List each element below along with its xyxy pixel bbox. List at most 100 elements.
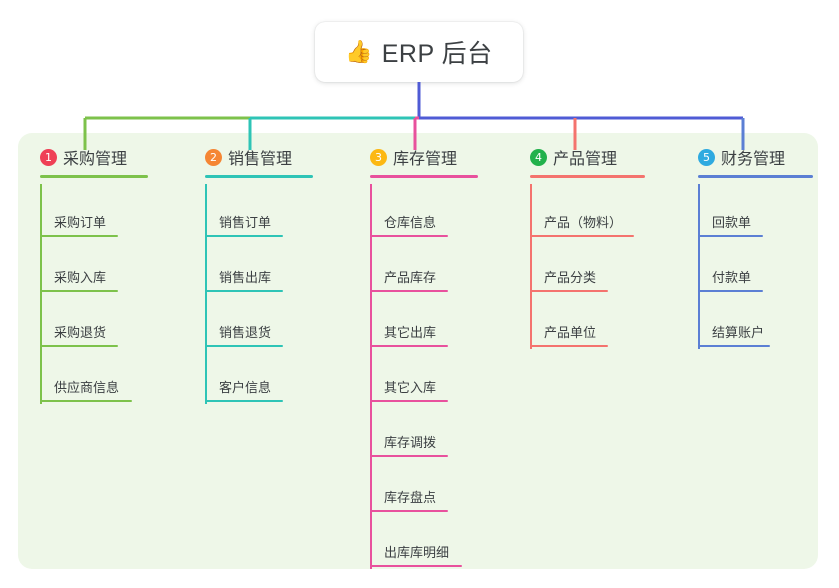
branch-underline [205,175,313,178]
leaf-item[interactable]: 出库库明细 [370,514,462,569]
leaf-item-label: 供应商信息 [54,380,120,395]
branch-items: 销售订单销售出库销售退货客户信息 [205,184,292,404]
leaf-item-label: 库存盘点 [384,490,437,505]
branch-spine [530,184,532,349]
leaf-item-underline [40,400,132,402]
branch-number-badge: 3 [370,148,387,166]
leaf-item-underline [40,345,118,347]
leaf-item[interactable]: 回款单 [698,184,785,239]
branch-number-badge: 4 [530,148,547,166]
leaf-item-label: 其它出库 [384,325,437,340]
leaf-item[interactable]: 采购入库 [40,239,127,294]
leaf-item-underline [698,290,763,292]
root-title: ERP 后台 [381,40,493,68]
leaf-item[interactable]: 产品库存 [370,239,457,294]
leaf-item[interactable]: 产品单位 [530,294,617,349]
leaf-item[interactable]: 产品分类 [530,239,617,294]
leaf-item-underline [205,400,283,402]
leaf-item-underline [370,510,448,512]
leaf-item[interactable]: 销售退货 [205,294,292,349]
branch-column-3: 3 库存管理仓库信息产品库存其它出库其它入库库存调拨库存盘点出库库明细 [370,144,478,569]
leaf-item-label: 销售退货 [219,325,272,340]
leaf-item[interactable]: 供应商信息 [40,349,132,404]
branch-title: 财务管理 [721,151,786,168]
branches-panel [18,133,818,569]
root-node-content: 👍 ERP 后台 [345,34,492,70]
leaf-item-label: 其它入库 [384,380,437,395]
branch-number-badge: 5 [698,148,715,166]
leaf-item-underline [205,235,283,237]
branch-items: 产品（物料） 产品分类产品单位 [530,184,634,349]
branch-column-4: 4 产品管理产品（物料） 产品分类产品单位 [530,144,645,349]
leaf-item-label: 库存调拨 [384,435,437,450]
leaf-item-label: 结算账户 [712,325,765,340]
branch-underline [698,175,813,178]
leaf-item-underline [40,235,118,237]
leaf-item-label: 客户信息 [219,380,272,395]
leaf-item-underline [370,400,448,402]
branch-underline [40,175,148,178]
leaf-item-label: 产品（物料） [544,215,623,230]
branch-number-badge: 2 [205,148,222,166]
root-node[interactable]: 👍 ERP 后台 [315,22,523,82]
leaf-item[interactable]: 其它入库 [370,349,457,404]
leaf-item-underline [698,235,763,237]
leaf-item-underline [370,565,462,567]
leaf-item-underline [370,290,448,292]
leaf-item[interactable]: 库存调拨 [370,404,457,459]
branch-spine [698,184,700,349]
branch-header-4[interactable]: 4 产品管理 [530,144,645,178]
branch-number-badge: 1 [40,148,57,166]
leaf-item-underline [370,455,448,457]
branch-title: 采购管理 [63,151,128,168]
leaf-item-label: 采购订单 [54,215,107,230]
leaf-item-underline [370,235,448,237]
leaf-item-underline [530,345,608,347]
leaf-item-underline [205,345,283,347]
leaf-item[interactable]: 客户信息 [205,349,292,404]
leaf-item-label: 销售出库 [219,270,272,285]
leaf-item[interactable]: 其它出库 [370,294,457,349]
branch-column-5: 5 财务管理回款单付款单结算账户 [698,144,813,349]
leaf-item-underline [530,290,608,292]
leaf-item[interactable]: 仓库信息 [370,184,457,239]
branch-underline [370,175,478,178]
leaf-item-label: 付款单 [712,270,752,285]
leaf-item-underline [40,290,118,292]
branch-header-1[interactable]: 1 采购管理 [40,144,148,178]
leaf-item[interactable]: 付款单 [698,239,785,294]
leaf-item-label: 销售订单 [219,215,272,230]
leaf-item-label: 产品分类 [544,270,597,285]
branch-spine [205,184,207,404]
branch-items: 回款单付款单结算账户 [698,184,785,349]
leaf-item-underline [530,235,634,237]
leaf-item[interactable]: 采购订单 [40,184,127,239]
leaf-item-label: 产品库存 [384,270,437,285]
branch-title: 产品管理 [553,151,618,168]
leaf-item-underline [698,345,770,347]
branch-header-5[interactable]: 5 财务管理 [698,144,813,178]
leaf-item-label: 采购退货 [54,325,107,340]
branch-header-3[interactable]: 3 库存管理 [370,144,478,178]
leaf-item[interactable]: 销售订单 [205,184,292,239]
leaf-item-label: 出库库明细 [384,545,450,560]
branch-underline [530,175,645,178]
leaf-item-label: 采购入库 [54,270,107,285]
leaf-item[interactable]: 采购退货 [40,294,127,349]
leaf-item[interactable]: 产品（物料） [530,184,634,239]
leaf-item-label: 仓库信息 [384,215,437,230]
leaf-item[interactable]: 库存盘点 [370,459,457,514]
leaf-item-label: 产品单位 [544,325,597,340]
branch-title: 库存管理 [393,151,458,168]
leaf-item-underline [370,345,448,347]
branch-spine [370,184,372,569]
leaf-item[interactable]: 销售出库 [205,239,292,294]
leaf-item[interactable]: 结算账户 [698,294,785,349]
branch-items: 仓库信息产品库存其它出库其它入库库存调拨库存盘点出库库明细 [370,184,462,569]
branch-spine [40,184,42,404]
leaf-item-label: 回款单 [712,215,752,230]
branch-items: 采购订单采购入库采购退货供应商信息 [40,184,132,404]
